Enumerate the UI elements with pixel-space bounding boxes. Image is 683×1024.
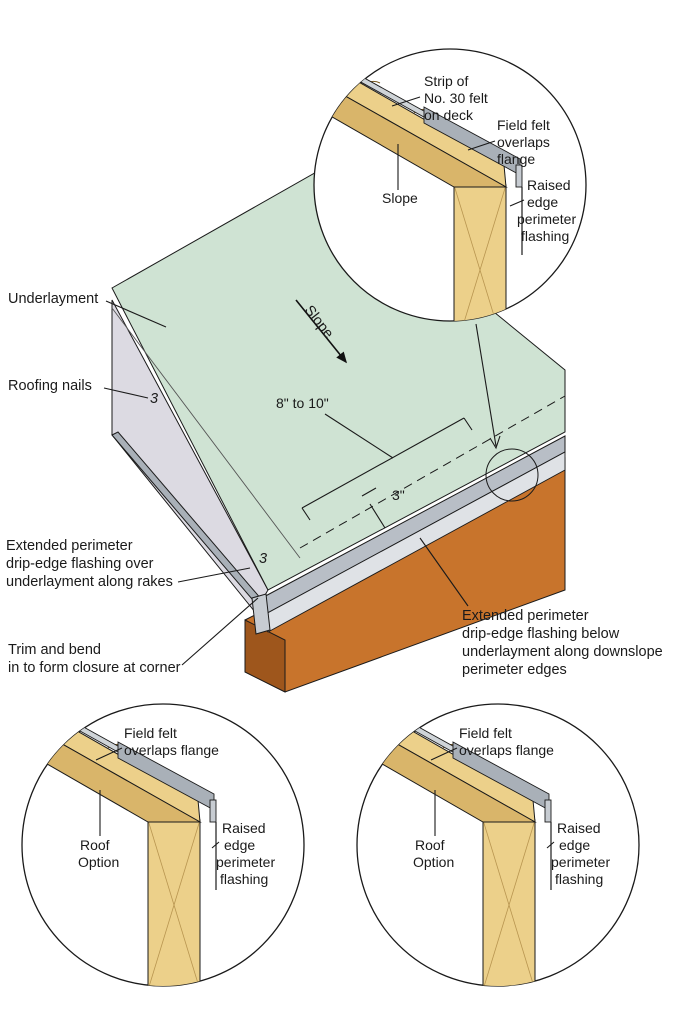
dim-8-10-label: 8" to 10" [276, 395, 329, 411]
label-downslope-3: underlayment along downslope [462, 644, 663, 660]
right-raised-4: flashing [555, 871, 603, 887]
label-rake-flashing-3: underlayment along rakes [6, 574, 173, 590]
main-labels: Underlayment Roofing nails Extended peri… [6, 291, 663, 678]
right-roof-2: Option [413, 854, 454, 870]
top-strip-2: No. 30 felt [424, 90, 488, 106]
right-field-1: Field felt [459, 725, 512, 741]
dimension-3: 3" [361, 487, 405, 529]
label-trim-2: in to form closure at corner [8, 660, 181, 676]
top-field-3: flange [497, 151, 535, 167]
left-raised-3: perimeter [216, 854, 275, 870]
left-raised-1: Raised [222, 820, 266, 836]
right-raised-2: edge [559, 837, 590, 853]
left-field-1: Field felt [124, 725, 177, 741]
nail-mark-1: 3 [150, 391, 158, 407]
underlayment-lap-line [111, 307, 301, 559]
right-field-2: overlaps flange [459, 742, 554, 758]
main-roof-drawing [111, 169, 566, 693]
top-field-2: overlaps [497, 134, 550, 150]
top-raised-3: perimeter [517, 211, 576, 227]
dimension-8-10: 8" to 10" [276, 395, 473, 521]
right-roof-1: Roof [415, 837, 445, 853]
dim-3-label: 3" [392, 487, 405, 503]
detail-top: Strip of No. 30 felt on deck Field felt … [313, 48, 587, 322]
corner-closure [251, 593, 271, 635]
label-trim-1: Trim and bend [8, 642, 101, 658]
top-raised-4: flashing [521, 228, 569, 244]
left-raised-2: edge [224, 837, 255, 853]
fascia-end [244, 619, 286, 693]
right-raised-1: Raised [557, 820, 601, 836]
label-downslope-4: perimeter edges [462, 662, 567, 678]
top-slope: Slope [382, 190, 418, 206]
left-roof-1: Roof [80, 837, 110, 853]
top-strip-1: Strip of [424, 73, 468, 89]
detail-callout-circle [485, 448, 539, 502]
label-rake-flashing-2: drip-edge flashing over [6, 556, 154, 572]
top-raised-2: edge [527, 194, 558, 210]
detail-right: Field felt overlaps flange Roof Option R… [356, 703, 640, 987]
label-downslope-2: drip-edge flashing below [462, 626, 620, 642]
right-raised-3: perimeter [551, 854, 610, 870]
top-field-1: Field felt [497, 117, 550, 133]
dashed-lap-line [299, 395, 566, 549]
left-field-2: overlaps flange [124, 742, 219, 758]
label-rake-flashing-1: Extended perimeter [6, 538, 133, 554]
label-underlayment: Underlayment [8, 291, 98, 307]
top-strip-3: on deck [424, 107, 474, 123]
detail-left: Field felt overlaps flange Roof Option R… [21, 703, 305, 987]
top-raised-1: Raised [527, 177, 571, 193]
left-raised-4: flashing [220, 871, 268, 887]
nail-mark-2: 3 [259, 551, 267, 567]
label-roofing-nails: Roofing nails [8, 378, 92, 394]
left-roof-2: Option [78, 854, 119, 870]
label-downslope-1: Extended perimeter [462, 608, 589, 624]
underlayment-sheet [111, 169, 566, 591]
